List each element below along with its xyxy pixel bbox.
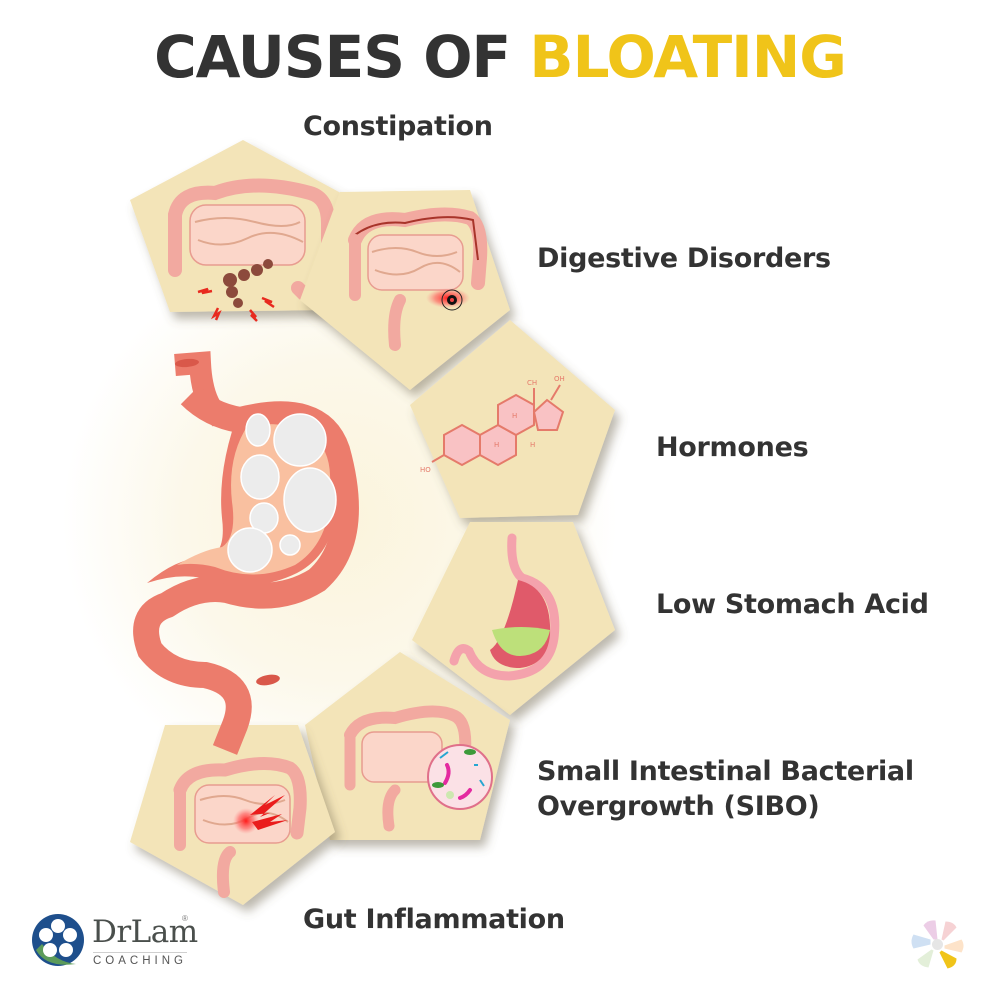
tile-hormones: HO CH OH H H H bbox=[410, 320, 615, 518]
molecule-label-ho: HO bbox=[420, 466, 431, 474]
label-gut-inflammation: Gut Inflammation bbox=[303, 904, 565, 935]
hormone-molecule-icon bbox=[431, 384, 565, 467]
label-digestive-disorders: Digestive Disorders bbox=[537, 243, 831, 274]
drlam-flower-logo-icon bbox=[32, 914, 84, 966]
tile-sibo bbox=[305, 652, 510, 840]
label-low-stomach-acid: Low Stomach Acid bbox=[656, 589, 929, 620]
tile-digestive-disorders bbox=[300, 190, 510, 390]
intestine-inflammation-icon bbox=[173, 756, 307, 898]
drlam-coaching-logo: DrLam ® COACHING bbox=[30, 912, 200, 972]
pastel-flower-icon bbox=[911, 920, 964, 969]
molecule-label-ch: CH bbox=[527, 379, 537, 387]
label-sibo-line2: Overgrowth (SIBO) bbox=[537, 791, 820, 822]
label-hormones: Hormones bbox=[656, 432, 809, 463]
brand-registered-mark: ® bbox=[182, 914, 188, 923]
molecule-label-oh: OH bbox=[554, 375, 565, 383]
molecule-label-h2: H bbox=[494, 441, 499, 449]
label-constipation: Constipation bbox=[303, 111, 493, 142]
tile-low-stomach-acid bbox=[412, 522, 615, 715]
intestine-bacteria-icon bbox=[344, 705, 493, 832]
inflamed-colon-pain-icon bbox=[348, 207, 488, 351]
brand-subtitle: COACHING bbox=[93, 952, 187, 968]
label-sibo-line1: Small Intestinal Bacterial bbox=[537, 756, 914, 787]
molecule-label-h1: H bbox=[512, 412, 517, 420]
title-part-accent: BLOATING bbox=[529, 23, 847, 91]
title-part-dark: CAUSES OF bbox=[154, 23, 511, 91]
stomach-acid-icon bbox=[449, 533, 560, 681]
tile-constipation bbox=[130, 140, 350, 322]
bloated-stomach-icon bbox=[133, 351, 359, 755]
tile-gut-inflammation bbox=[130, 725, 335, 905]
page-title: CAUSES OF BLOATING bbox=[0, 22, 1000, 92]
molecule-label-h3: H bbox=[530, 441, 535, 449]
brand-name: DrLam bbox=[92, 914, 198, 950]
